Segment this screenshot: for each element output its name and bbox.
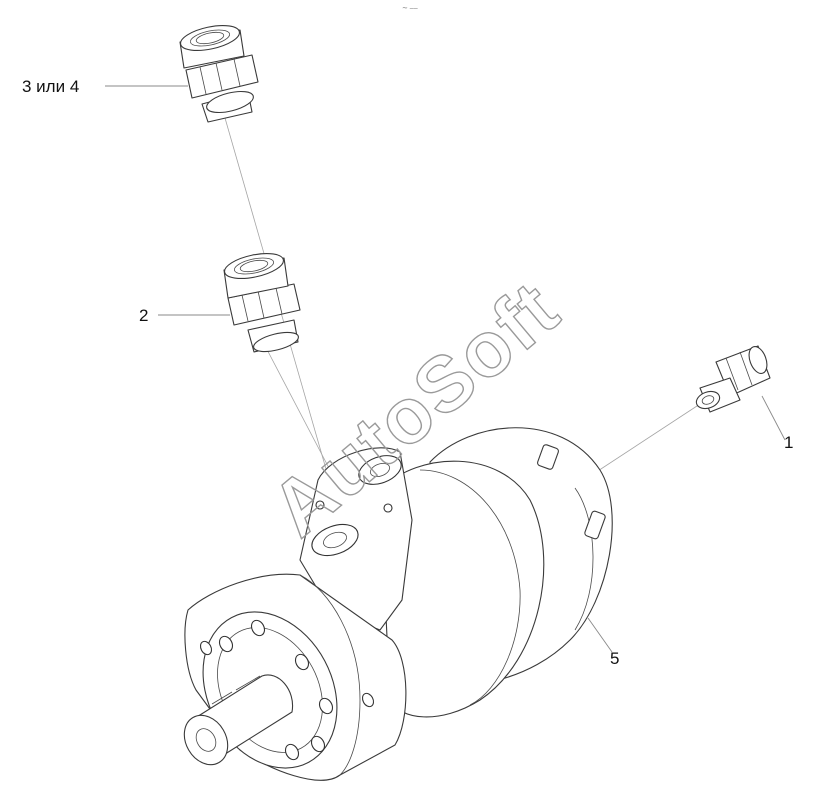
hydraulic-motor [183,427,613,781]
fitting-1 [695,345,771,413]
fitting-2 [223,253,301,353]
callout-part-1: 1 [784,433,793,452]
leader-line-1 [761,395,786,441]
callout-part-3-or-4: 3 или 4 [22,77,79,96]
callout-part-5: 5 [610,649,619,668]
callout-part-2: 2 [139,306,148,325]
leader-line-5 [587,617,613,653]
fitting-axis-line [261,339,331,471]
fitting-3-or-4 [179,25,259,123]
top-mark: ∼ –– [402,5,418,12]
